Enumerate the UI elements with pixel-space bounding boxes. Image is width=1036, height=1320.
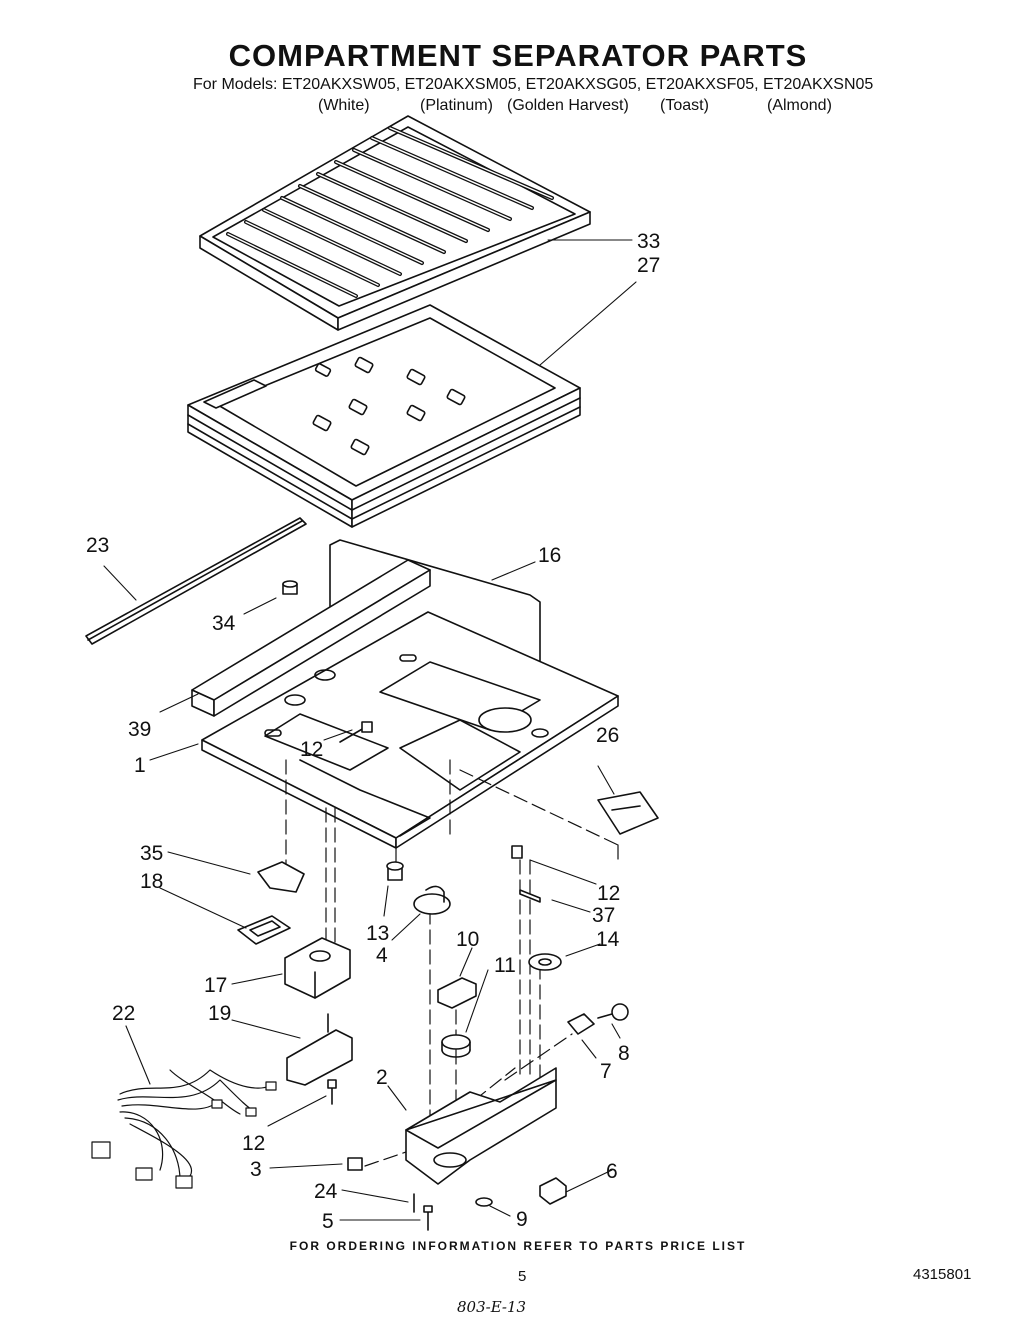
part-7-socket [567,1013,595,1035]
callout-5: 5 [322,1210,334,1233]
callout-13: 13 [366,922,389,945]
color-golden-harvest: (Golden Harvest) [507,97,629,114]
part-22-wiring-harness [91,1069,277,1189]
callout-7: 7 [600,1060,612,1083]
part-39-cover [191,559,431,717]
callout-33: 33 [637,230,660,253]
callout-16: 16 [538,544,561,567]
callout-34: 34 [212,612,236,635]
part-12-screw-right [511,845,523,859]
callout-12-right: 12 [597,882,620,905]
callout-12-top: 12 [300,738,323,761]
part-13-grommet [386,861,404,881]
callout-26: 26 [596,724,619,747]
page-title: COMPARTMENT SEPARATOR PARTS [228,38,808,73]
callout-18: 18 [140,870,163,893]
part-14-knob [528,953,562,971]
part-26-insulation [597,791,659,835]
part-2-control-housing [405,1067,557,1185]
part-16-wire [329,539,541,691]
callout-2: 2 [376,1066,388,1089]
document-number: 4315801 [913,1266,972,1283]
part-8-bulb [597,1003,629,1021]
part-1-separator [201,611,619,849]
handwritten-note: 803-E-13 [457,1298,527,1316]
callout-35: 35 [140,842,163,865]
callout-10: 10 [456,928,479,951]
part-18-lens [237,915,291,945]
callout-3: 3 [250,1158,262,1181]
callout-14: 14 [596,928,620,951]
part-12-screw-top [339,721,373,743]
part-11-knob [441,1034,471,1058]
part-17-housing [284,937,351,999]
part-37-spacer [519,889,541,903]
part-3-switch [347,1157,363,1171]
callout-1: 1 [134,754,146,777]
callout-19: 19 [208,1002,231,1025]
callout-4: 4 [376,944,388,967]
color-almond: (Almond) [767,97,832,114]
part-33-grille [199,115,591,331]
part-27-frame [187,304,581,528]
callout-11: 11 [494,954,516,977]
part-19-bracket [286,1013,353,1086]
callout-24: 24 [314,1180,338,1203]
part-4-knob [413,885,451,915]
ordering-note: FOR ORDERING INFORMATION REFER TO PARTS … [289,1239,747,1253]
callout-8: 8 [618,1042,630,1065]
color-toast: (Toast) [660,97,709,114]
callout-17: 17 [204,974,227,997]
callout-12-left: 12 [242,1132,265,1155]
part-9-cap [475,1197,493,1207]
part-34-grommet [282,580,298,595]
models-line: For Models: ET20AKXSW05, ET20AKXSM05, ET… [193,76,874,93]
callout-27: 27 [637,254,660,277]
callout-23: 23 [86,534,109,557]
part-23-strip [85,517,307,645]
part-5-screw [423,1205,433,1231]
callout-39: 39 [128,718,151,741]
color-platinum: (Platinum) [420,97,493,114]
callout-6: 6 [606,1160,618,1183]
callout-9: 9 [516,1208,528,1231]
part-35-clip [257,861,305,893]
callout-22: 22 [112,1002,135,1025]
callout-37: 37 [592,904,615,927]
part-12-screw-left [327,1079,337,1105]
part-6-switch [539,1177,567,1205]
color-white: (White) [318,97,370,114]
page-number: 5 [518,1268,527,1285]
part-10-thermostat [437,977,477,1009]
